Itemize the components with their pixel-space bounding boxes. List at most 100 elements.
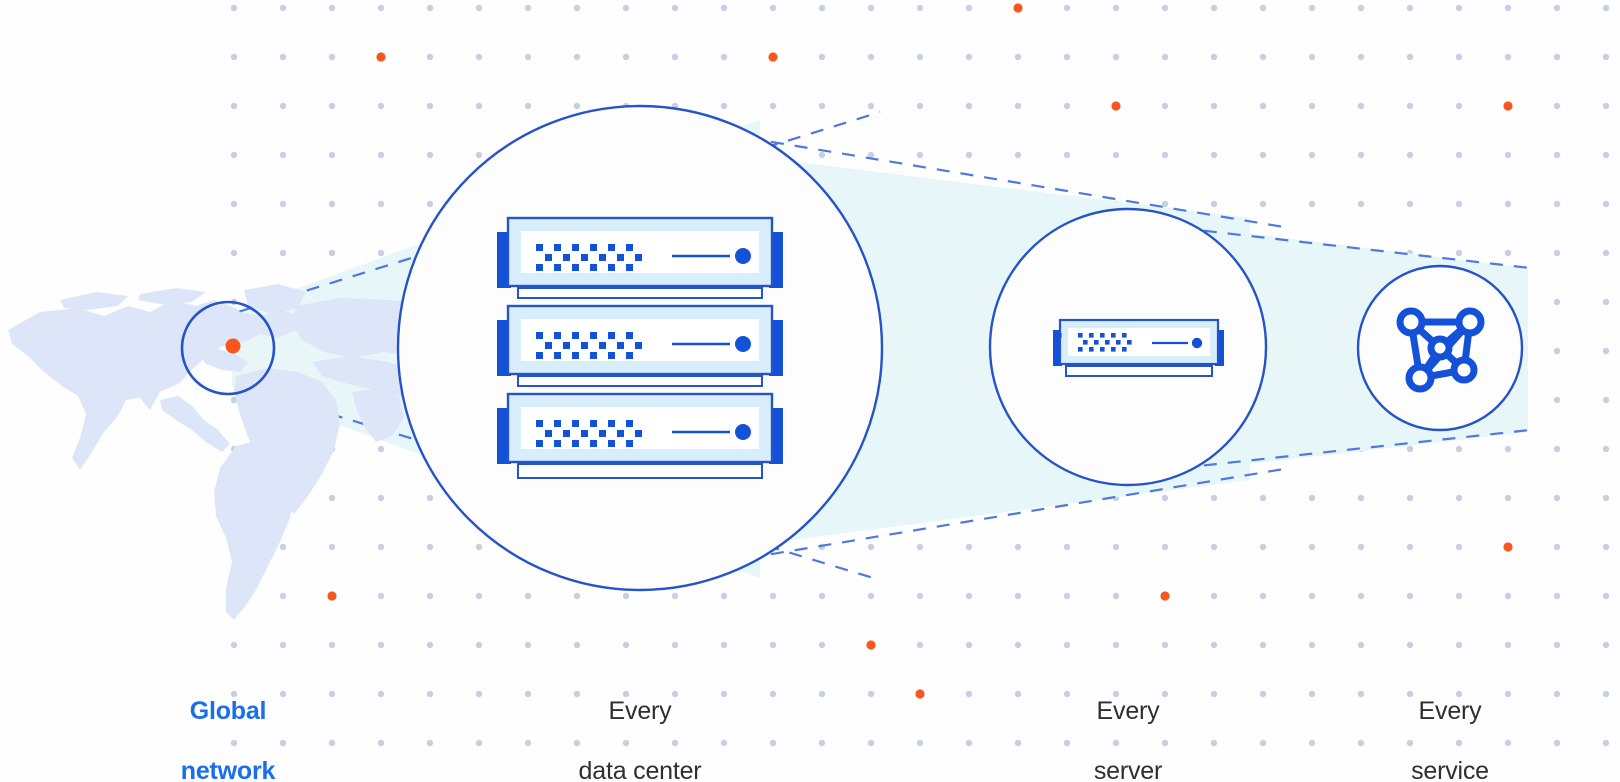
grid-dot-accent [1013, 3, 1023, 13]
grid-dot [965, 151, 973, 159]
grid-dot [1161, 543, 1169, 551]
server-rack-unit-3 [497, 392, 783, 479]
grid-dot [1014, 641, 1022, 649]
grid-dot [1161, 151, 1169, 159]
grid-dot [1504, 151, 1512, 159]
grid-dot [916, 102, 924, 110]
grid-dot [1014, 53, 1022, 61]
grid-dot [769, 102, 777, 110]
grid-dot [1455, 4, 1463, 12]
grid-dot [279, 592, 287, 600]
grid-dot-accent [915, 689, 925, 699]
grid-dot [1357, 494, 1365, 502]
grid-dot [1504, 4, 1512, 12]
grid-dot [1504, 249, 1512, 257]
grid-dot [475, 543, 483, 551]
grid-dot [573, 690, 581, 698]
grid-dot [965, 641, 973, 649]
grid-dot [1014, 690, 1022, 698]
grid-dot [1210, 592, 1218, 600]
grid-dot [1602, 102, 1610, 110]
grid-dot-accent [327, 591, 337, 601]
grid-dot [1553, 592, 1561, 600]
grid-dot [1553, 53, 1561, 61]
dashed-line-bottom-2 [699, 466, 1291, 568]
grid-dot [1063, 690, 1071, 698]
grid-dot [426, 690, 434, 698]
grid-dot [867, 690, 875, 698]
grid-dot [1357, 200, 1365, 208]
grid-dot [475, 690, 483, 698]
grid-dot [1406, 592, 1414, 600]
grid-dot [328, 102, 336, 110]
grid-dot [1406, 445, 1414, 453]
grid-dot [524, 4, 532, 12]
grid-dot [671, 53, 679, 61]
grid-dot [1014, 102, 1022, 110]
grid-dot [1406, 102, 1414, 110]
grid-dot [1455, 200, 1463, 208]
grid-dot [867, 592, 875, 600]
grid-dot [1210, 641, 1218, 649]
grid-dot [769, 641, 777, 649]
grid-dot [769, 690, 777, 698]
grid-dot [279, 151, 287, 159]
server-unit [1053, 318, 1224, 377]
grid-dot [1210, 543, 1218, 551]
grid-dot [720, 4, 728, 12]
grid-dot [1308, 53, 1316, 61]
grid-dot [916, 641, 924, 649]
grid-dot [426, 494, 434, 502]
grid-dot [1161, 739, 1169, 747]
grid-dot [1210, 102, 1218, 110]
grid-dot [524, 641, 532, 649]
grid-dot [524, 102, 532, 110]
grid-dot [1504, 641, 1512, 649]
grid-dot [1112, 543, 1120, 551]
network-node-circles [1396, 307, 1485, 393]
grid-dot [1602, 445, 1610, 453]
grid-dot [1602, 494, 1610, 502]
grid-dot [1602, 641, 1610, 649]
grid-dot [1308, 494, 1316, 502]
grid-dot [1455, 445, 1463, 453]
grid-dot [1602, 200, 1610, 208]
grid-dot [1259, 641, 1267, 649]
grid-dot [328, 543, 336, 551]
grid-dot [377, 592, 385, 600]
grid-dot [1406, 53, 1414, 61]
grid-dot [1553, 200, 1561, 208]
grid-dot [1161, 690, 1169, 698]
grid-dot [279, 641, 287, 649]
grid-dot [1210, 4, 1218, 12]
grid-dot [1259, 690, 1267, 698]
grid-dot [426, 53, 434, 61]
grid-dot [1357, 592, 1365, 600]
grid-dot [1063, 641, 1071, 649]
grid-dot [1504, 690, 1512, 698]
grid-dot [1210, 690, 1218, 698]
grid-dot [475, 151, 483, 159]
grid-dot [524, 690, 532, 698]
dashed-line-bottom-3 [1179, 428, 1531, 470]
grid-dot [475, 641, 483, 649]
grid-dot [1602, 4, 1610, 12]
grid-dot-accent [1160, 591, 1170, 601]
grid-dot [622, 641, 630, 649]
grid-dot [720, 53, 728, 61]
grid-dot [377, 690, 385, 698]
grid-dot [1406, 151, 1414, 159]
grid-dot [1455, 543, 1463, 551]
grid-dot [1602, 396, 1610, 404]
grid-dot [1602, 543, 1610, 551]
grid-dot [867, 151, 875, 159]
grid-dot [1553, 641, 1561, 649]
grid-dot [720, 690, 728, 698]
grid-dot [377, 494, 385, 502]
grid-dot [1602, 298, 1610, 306]
grid-dot [426, 200, 434, 208]
grid-dot [426, 641, 434, 649]
grid-dot [279, 102, 287, 110]
grid-dot [1161, 102, 1169, 110]
